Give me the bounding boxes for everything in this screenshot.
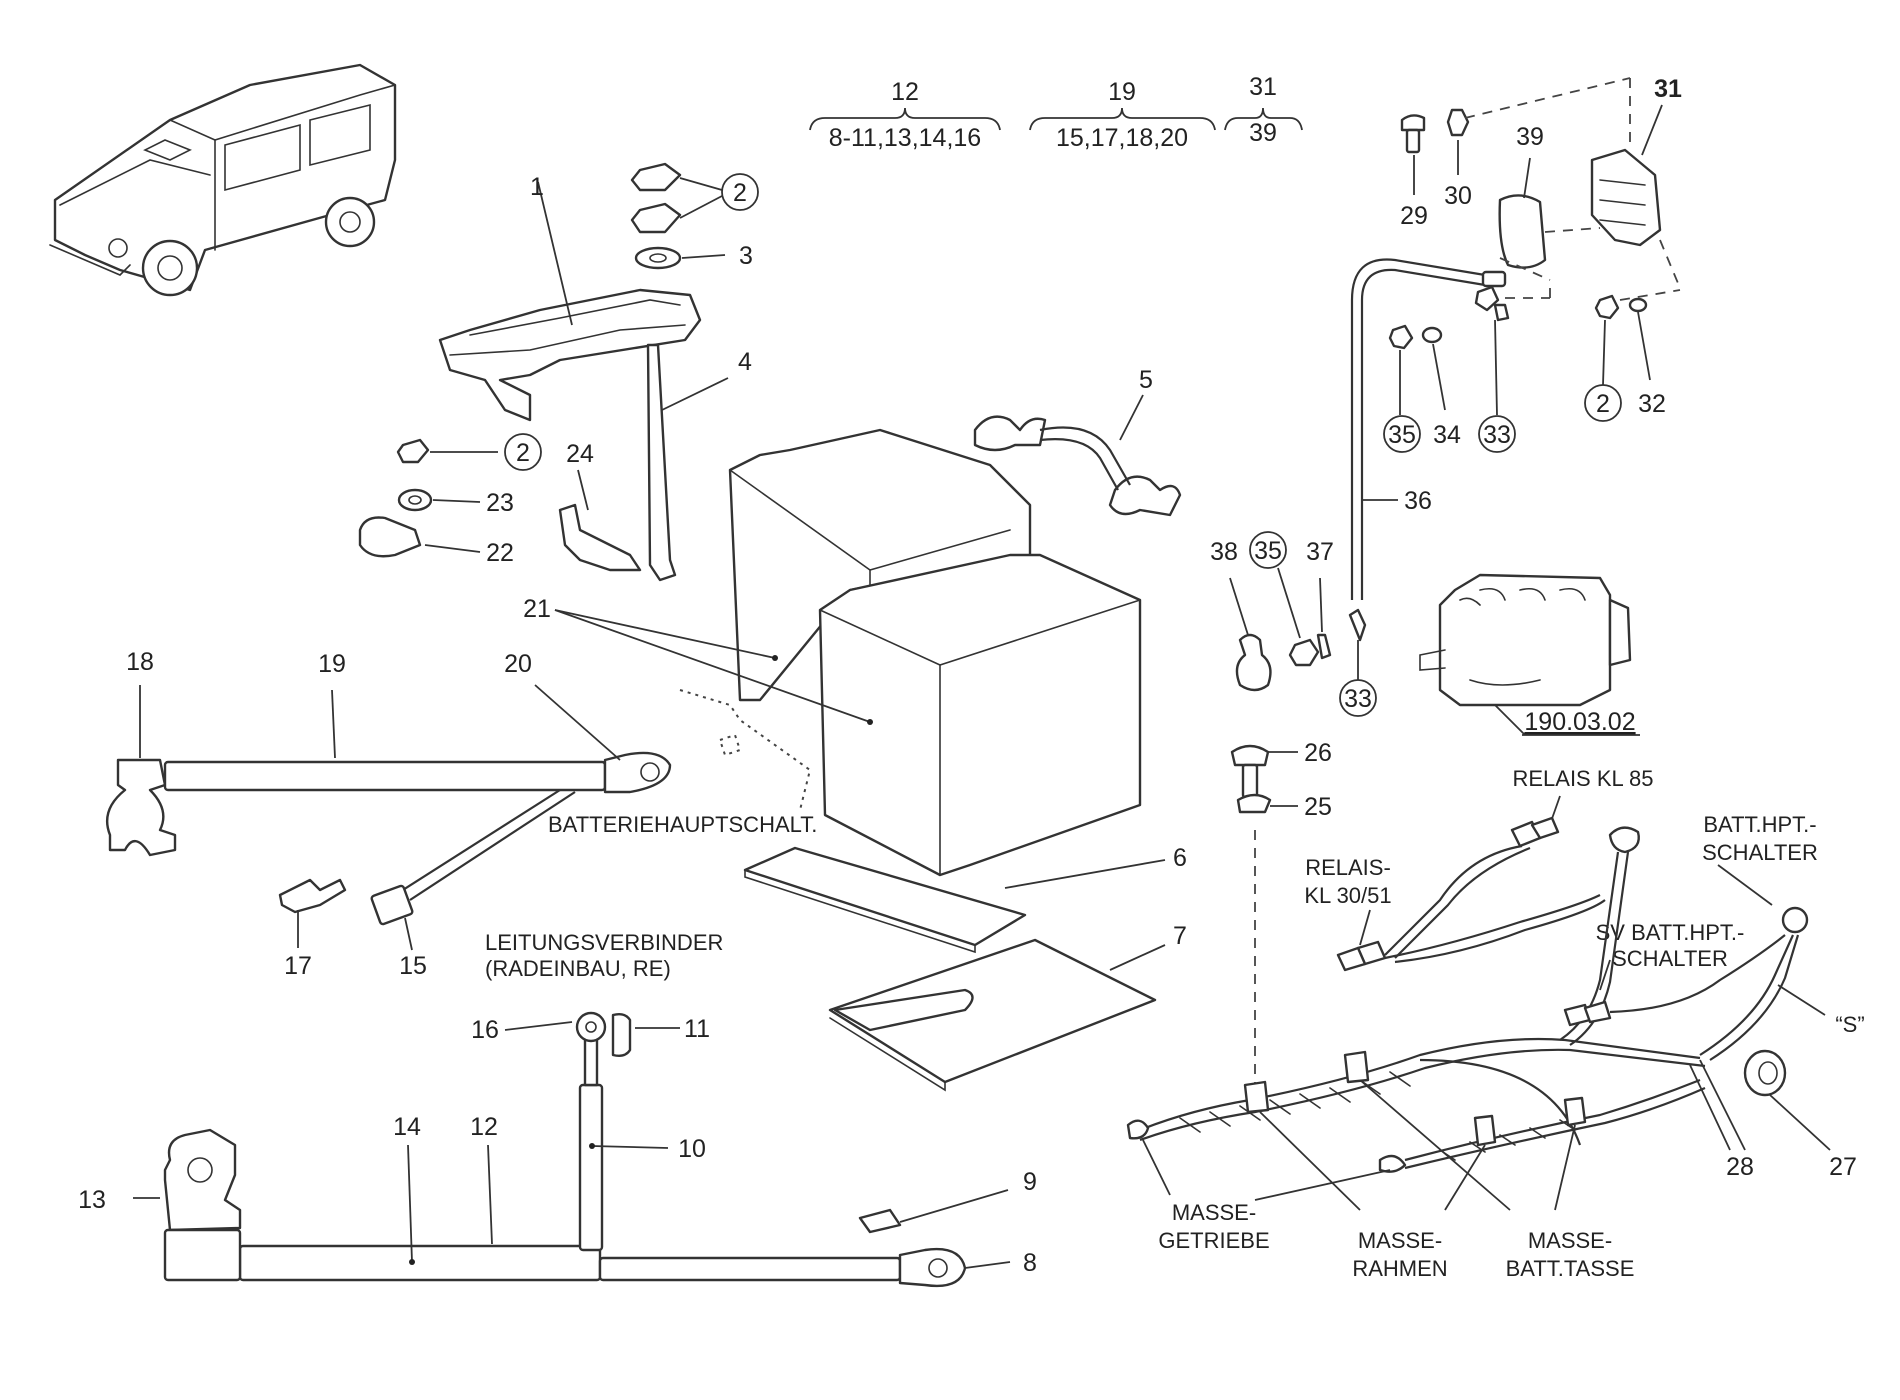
group-header-19: 19 15,17,18,20 <box>1029 78 1216 152</box>
callout-27: 27 <box>1829 1153 1857 1181</box>
callout-10: 10 <box>678 1135 706 1163</box>
callout-11: 11 <box>684 1015 710 1043</box>
callout-26: 26 <box>1304 739 1332 767</box>
tie-rod <box>646 343 677 582</box>
callout-31: 31 <box>1654 75 1682 103</box>
group-head-31: 31 <box>1249 73 1277 101</box>
group-header-12: 12 8-11,13,14,16 <box>809 78 1001 152</box>
label-masse-rahmen-1: MASSE- <box>1358 1228 1442 1253</box>
label-leitungsverbinder-1: LEITUNGSVERBINDER <box>485 930 723 955</box>
callout-35-upper: 35 <box>1388 421 1416 449</box>
battery-rear <box>728 428 1032 702</box>
group-items-19: 15,17,18,20 <box>1056 124 1188 152</box>
callout-22: 22 <box>486 539 514 567</box>
label-masse-batt-1: MASSE- <box>1528 1228 1612 1253</box>
callout-39: 39 <box>1516 123 1544 151</box>
callout-8: 8 <box>1023 1249 1037 1277</box>
label-leitungsverbinder-2: (RADEINBAU, RE) <box>485 956 671 981</box>
wiring-harness <box>1126 816 1809 1173</box>
label-masse-batt-2: BATT.TASSE <box>1506 1256 1635 1281</box>
callout-37: 37 <box>1306 538 1334 566</box>
callout-2-left: 2 <box>516 439 530 467</box>
group-head-12: 12 <box>891 78 919 106</box>
label-masse-getriebe-2: GETRIEBE <box>1158 1228 1269 1253</box>
label-s: “S” <box>1835 1012 1864 1037</box>
battery-clamp-bracket <box>438 288 702 422</box>
callout-13: 13 <box>78 1186 106 1214</box>
cable-36 <box>1350 258 1507 600</box>
callout-6: 6 <box>1173 844 1187 872</box>
callout-38: 38 <box>1210 538 1238 566</box>
callout-29: 29 <box>1400 202 1428 230</box>
callout-30: 30 <box>1444 182 1472 210</box>
callout-24: 24 <box>566 440 594 468</box>
callout-18: 18 <box>126 648 154 676</box>
link-190-03-02[interactable]: 190.03.02 <box>1524 708 1635 736</box>
grommet-38 <box>1235 633 1272 692</box>
callout-19: 19 <box>318 650 346 678</box>
callout-2-right: 2 <box>1596 390 1610 418</box>
group-head-19: 19 <box>1108 78 1136 106</box>
battery-cable-12 <box>163 1011 967 1288</box>
label-batt-hpt-2: SCHALTER <box>1702 840 1818 865</box>
callout-7: 7 <box>1173 922 1187 950</box>
callout-15: 15 <box>399 952 427 980</box>
callout-25: 25 <box>1304 793 1332 821</box>
battery-mat <box>743 846 1027 954</box>
group-items-31: 39 <box>1249 119 1277 147</box>
callout-33-upper: 33 <box>1483 421 1511 449</box>
callout-16: 16 <box>471 1016 499 1044</box>
label-relais-kl3051-1: RELAIS- <box>1305 855 1391 880</box>
battery-cable-19 <box>105 751 672 926</box>
starter-motor-illustration <box>1419 573 1632 707</box>
relay-small-parts <box>1388 108 1662 350</box>
callout-35-lower: 35 <box>1254 537 1282 565</box>
label-masse-rahmen-2: RAHMEN <box>1352 1256 1447 1281</box>
battery-front <box>818 553 1142 877</box>
callout-34: 34 <box>1433 421 1461 449</box>
nut-35-lower <box>1288 608 1367 667</box>
bolt-26-washer-25 <box>1230 744 1272 814</box>
nut-22-23-24-group <box>358 438 642 572</box>
vehicle-illustration <box>49 63 397 297</box>
label-sv-batt-2: SCHALTER <box>1612 946 1728 971</box>
callout-32: 32 <box>1638 390 1666 418</box>
callout-4: 4 <box>738 348 752 376</box>
callout-21: 21 <box>523 595 551 623</box>
callout-17: 17 <box>284 952 312 980</box>
callout-28: 28 <box>1726 1153 1754 1181</box>
battery-connector-link <box>973 415 1182 517</box>
callout-36: 36 <box>1404 487 1432 515</box>
terminal-17 <box>278 878 347 914</box>
label-masse-getriebe-1: MASSE- <box>1172 1200 1256 1225</box>
label-relais-kl85: RELAIS KL 85 <box>1512 766 1653 791</box>
battery-tray <box>828 938 1157 1092</box>
callout-23: 23 <box>486 489 514 517</box>
callout-2-top: 2 <box>733 179 747 207</box>
callout-9: 9 <box>1023 1168 1037 1196</box>
group-header-31: 31 39 <box>1224 73 1303 147</box>
label-batteriehauptschalt: BATTERIEHAUPTSCHALT. <box>548 812 817 837</box>
callout-14: 14 <box>393 1113 421 1141</box>
callout-5: 5 <box>1139 366 1153 394</box>
callout-20: 20 <box>504 650 532 678</box>
nut-2-top <box>630 162 682 270</box>
callout-3: 3 <box>739 242 753 270</box>
label-batt-hpt-1: BATT.HPT.- <box>1703 812 1816 837</box>
callout-33-lower: 33 <box>1344 685 1372 713</box>
group-items-12: 8-11,13,14,16 <box>829 124 981 152</box>
label-relais-kl3051-2: KL 30/51 <box>1304 883 1391 908</box>
grommet-27 <box>1743 1049 1787 1097</box>
callout-1: 1 <box>530 173 544 201</box>
callout-12: 12 <box>470 1113 498 1141</box>
label-sv-batt-1: SV BATT.HPT.- <box>1596 920 1745 945</box>
